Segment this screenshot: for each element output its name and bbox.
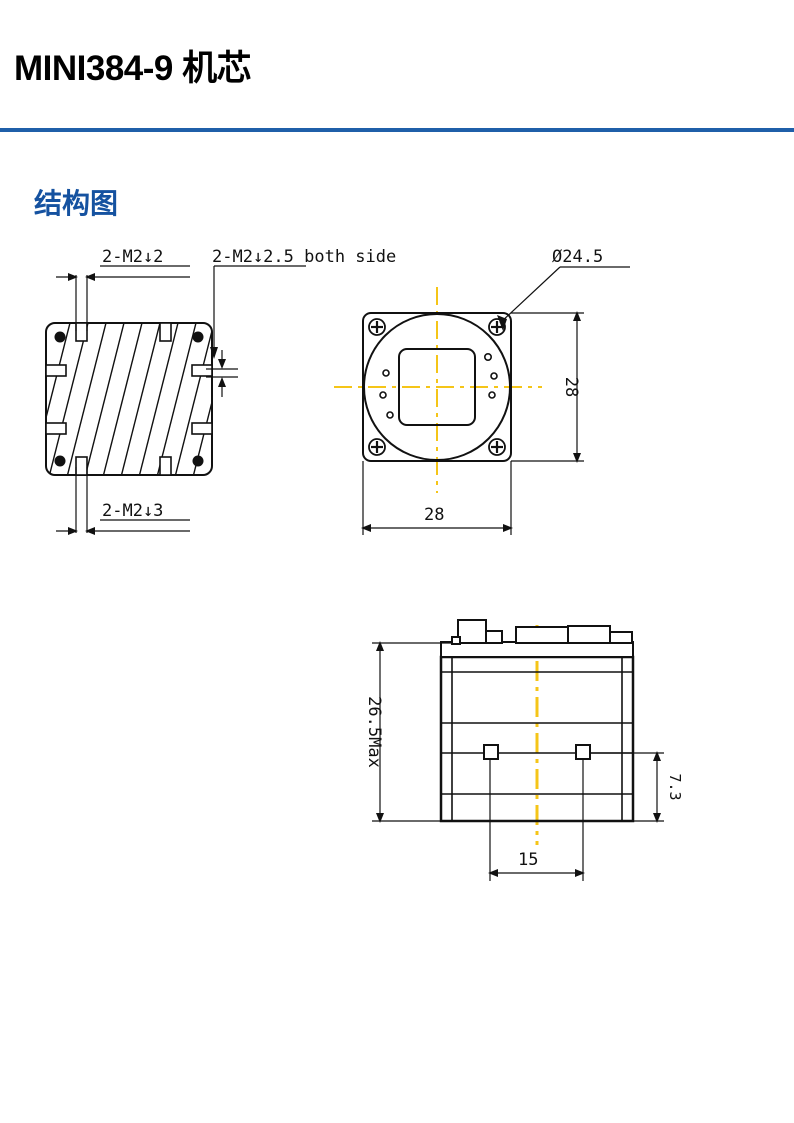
side-height-label: 26.5Max [364,696,384,768]
technical-drawings: 2-M2↓2 2-M2↓3 [0,245,794,925]
front-width-label: 28 [424,505,444,525]
front-height-dimension [511,311,584,463]
bottom-mount-slots [75,456,172,476]
side-height-dimension [372,641,452,823]
left-view-top-dimension [56,265,190,331]
sensor-window [398,348,476,426]
corner-holes [54,331,204,467]
left-view-bottom-label: 2-M2↓3 [102,501,163,521]
right-side-slots [191,364,213,435]
diameter-label: Ø24.5 [552,247,603,267]
side-width-label: 15 [518,850,538,870]
title-divider [0,128,794,132]
front-height-label: 28 [561,377,581,397]
alignment-pads [379,353,498,419]
left-view-bottom-dimension [56,467,190,535]
left-view-outline [45,322,213,476]
side-step-label: 7.3 [666,773,684,800]
both-side-leader [206,265,306,397]
both-side-label: 2-M2↓2.5 both side [212,247,396,267]
heatsink-fins [46,323,212,475]
side-width-dimension [488,759,585,881]
top-connectors [440,619,634,658]
side-step-dimension [590,751,664,823]
side-view-inner-walls [441,657,633,821]
left-view-group: 2-M2↓2 2-M2↓3 [45,247,306,535]
left-view-top-label: 2-M2↓2 [102,247,163,267]
top-mount-slots [75,322,172,342]
side-view-group: 26.5Max 15 7.3 [364,619,684,881]
page-title: MINI384-9 机芯 [14,49,252,88]
front-view-group: 2-M2↓2.5 both side [212,247,630,535]
front-view-centerlines [334,287,542,493]
lens-circle [363,313,511,461]
corner-screws [368,318,506,456]
section-heading: 结构图 [34,188,119,219]
front-width-dimension [361,461,513,535]
left-side-slots [45,364,67,435]
base-pads [483,744,591,760]
diameter-leader [497,266,630,331]
